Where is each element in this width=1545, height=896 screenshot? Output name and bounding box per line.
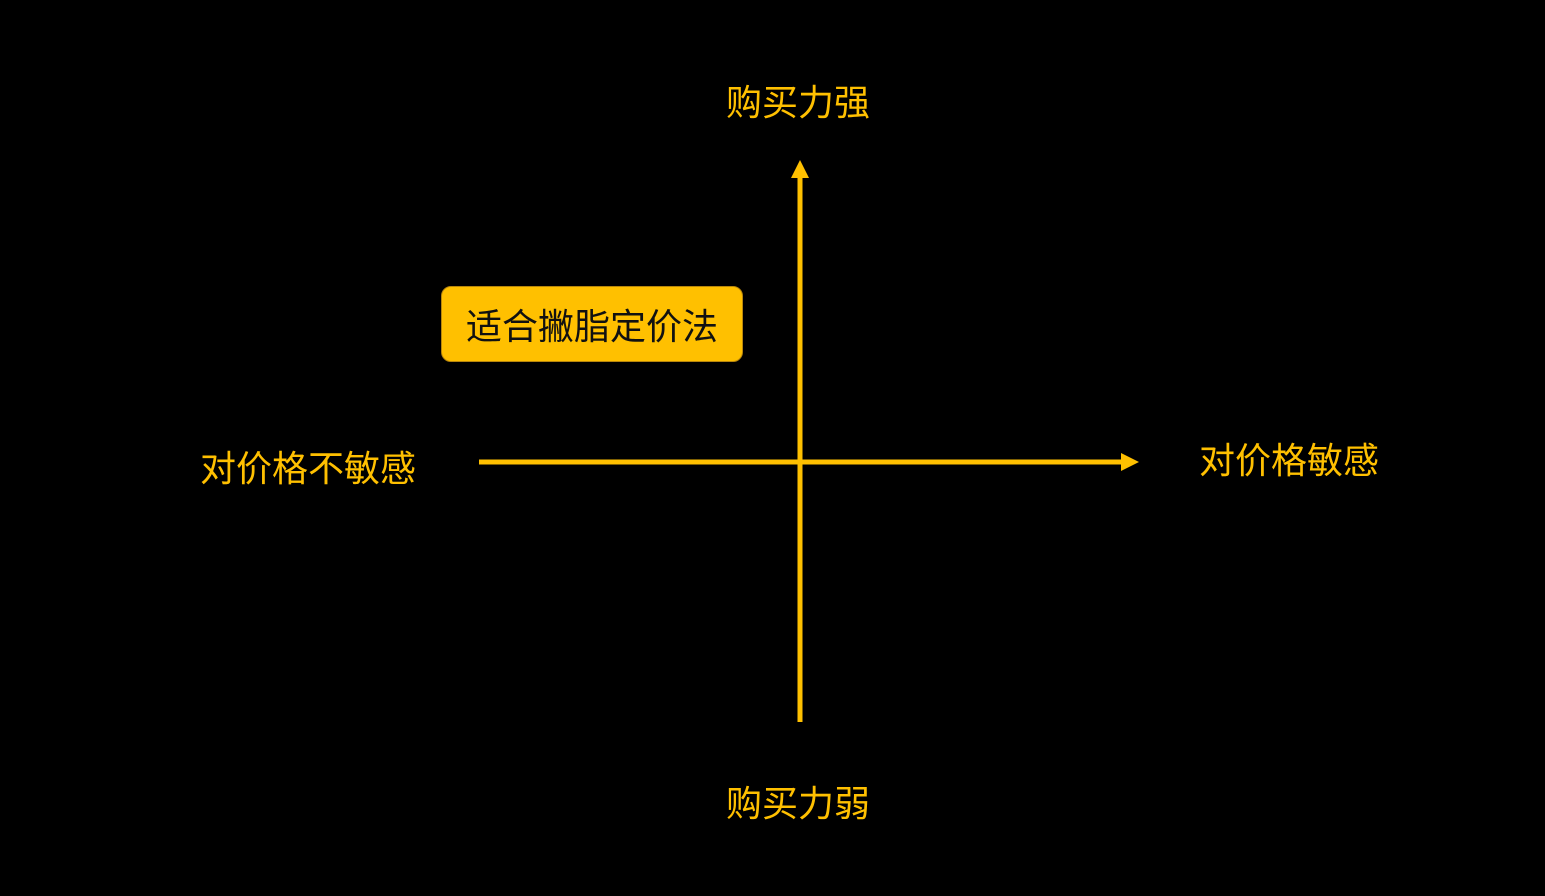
axis-label-right: 对价格敏感 <box>1199 441 1380 482</box>
vertical-axis-arrowhead <box>791 160 809 178</box>
pricing-strategy-callout: 适合撇脂定价法 <box>441 286 743 362</box>
axis-label-left: 对价格不敏感 <box>200 449 417 490</box>
axis-label-top: 购买力强 <box>726 83 871 124</box>
callout-text: 适合撇脂定价法 <box>465 307 718 348</box>
axis-label-bottom: 购买力弱 <box>726 784 871 825</box>
horizontal-axis-arrowhead <box>1121 453 1139 471</box>
